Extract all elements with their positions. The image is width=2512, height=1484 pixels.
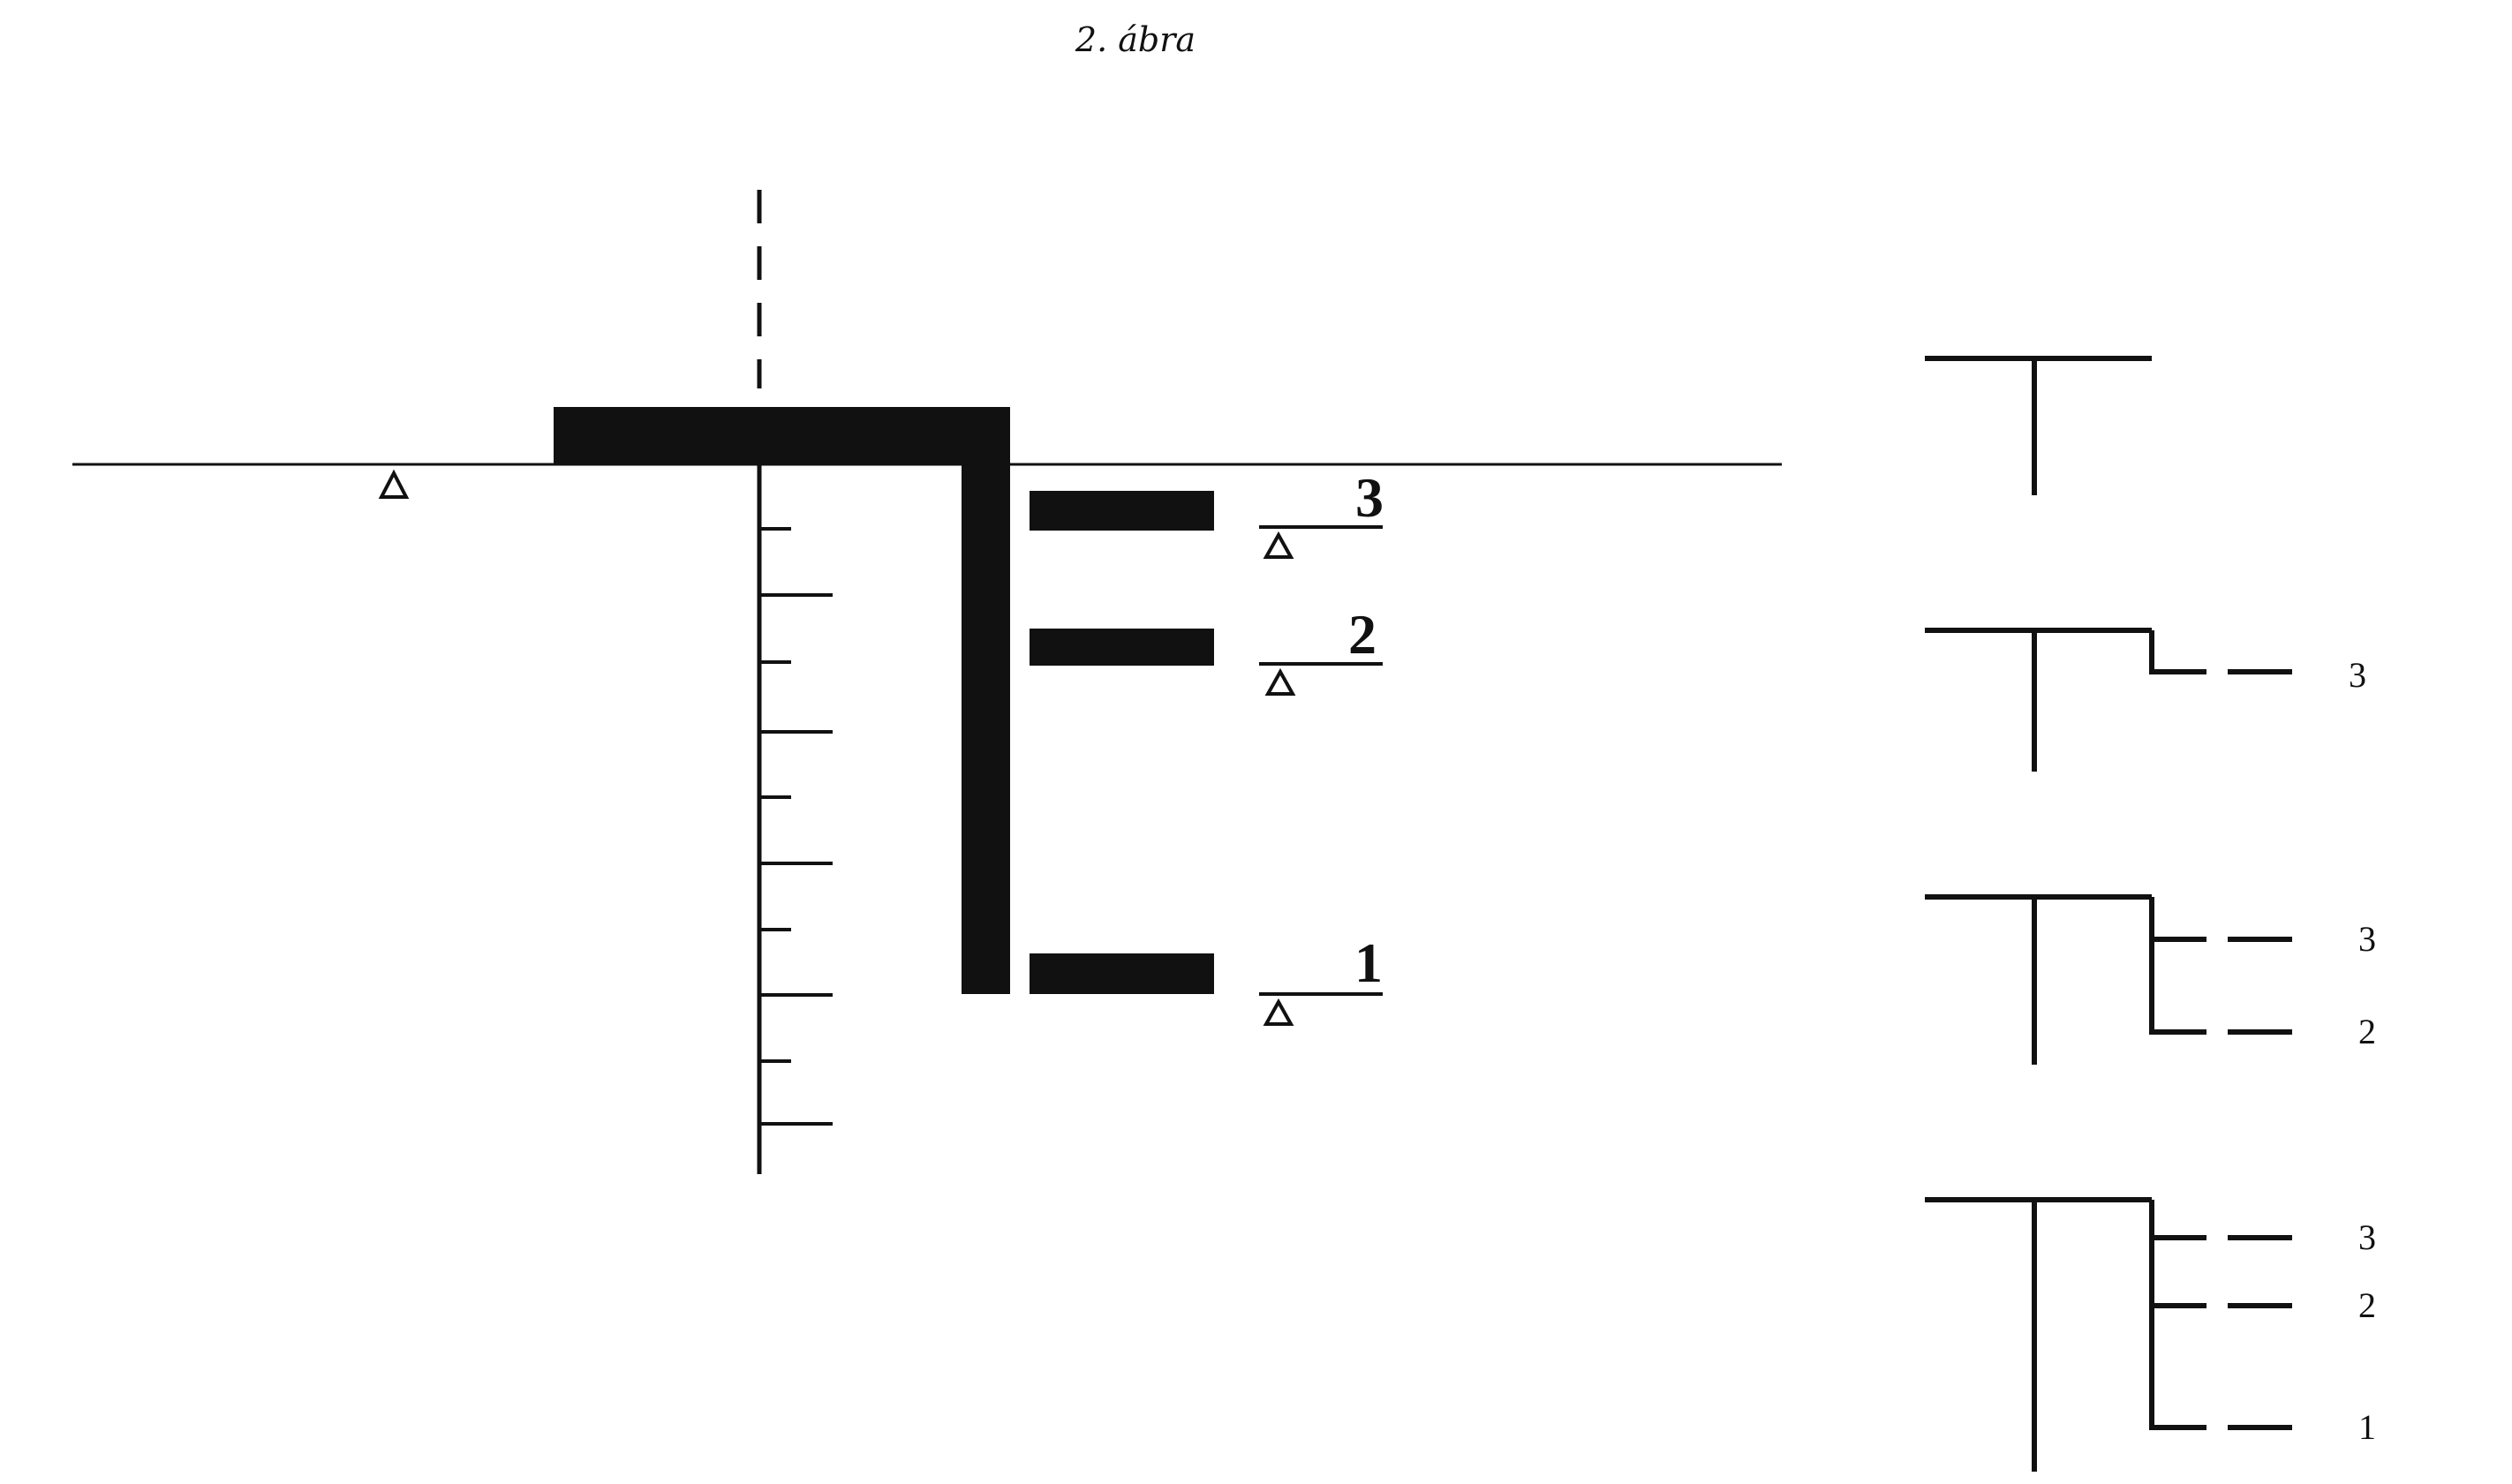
stage-branch-label: 3 bbox=[2358, 1217, 2376, 1257]
figure-title: 2. ábra bbox=[1075, 20, 1196, 59]
stage-branch-label: 3 bbox=[2358, 919, 2376, 959]
main-diagram: 3 2 1 bbox=[72, 190, 1782, 1174]
stage-branch-label: 2 bbox=[2358, 1285, 2376, 1325]
level-label: 2 bbox=[1348, 603, 1377, 666]
stage-4: 3 2 1 bbox=[1925, 1197, 2376, 1472]
level-marker-1: 1 bbox=[1259, 931, 1383, 1026]
level-triangle-icon bbox=[1263, 998, 1294, 1026]
stage-branch-label: 3 bbox=[2349, 655, 2366, 695]
level-marker-3: 3 bbox=[1259, 466, 1384, 559]
branch-bar-3 bbox=[1030, 491, 1214, 531]
stage-branch-label: 1 bbox=[2358, 1407, 2376, 1447]
ground-level-triangle-icon bbox=[378, 469, 410, 499]
level-label: 1 bbox=[1354, 931, 1383, 994]
branch-bar-2 bbox=[1030, 629, 1214, 666]
stage-3: 3 2 bbox=[1925, 894, 2376, 1065]
level-label: 3 bbox=[1355, 466, 1384, 529]
level-triangle-icon bbox=[1263, 531, 1294, 559]
vertical-column bbox=[962, 464, 1010, 994]
branch-bar-1 bbox=[1030, 953, 1214, 994]
stage-diagrams: 3 3 2 3 2 1 bbox=[1925, 356, 2376, 1472]
stage-2: 3 bbox=[1925, 628, 2366, 772]
level-marker-2: 2 bbox=[1259, 603, 1383, 696]
depth-ticks bbox=[759, 527, 833, 1126]
stage-1 bbox=[1925, 356, 2152, 495]
level-triangle-icon bbox=[1264, 667, 1296, 696]
stage-branch-label: 2 bbox=[2358, 1012, 2376, 1051]
cap-block bbox=[554, 407, 1010, 464]
